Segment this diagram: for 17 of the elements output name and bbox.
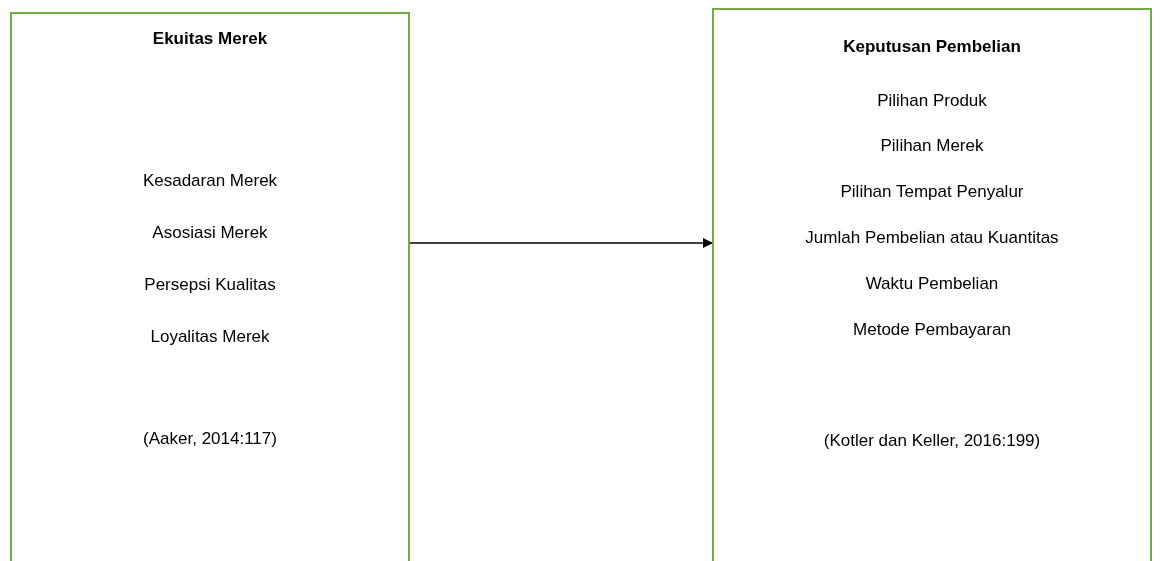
item-text: Kesadaran Merek: [141, 170, 279, 192]
citation-text: (Aaker, 2014:117): [142, 428, 278, 450]
box-heading: Ekuitas Merek: [151, 28, 269, 50]
item-text: Waktu Pembelian: [864, 273, 1000, 295]
arrow: [409, 238, 713, 248]
item-text: Jumlah Pembelian atau Kuantitas: [804, 227, 1060, 249]
text-box: [712, 8, 1152, 561]
item-text: Metode Pembayaran: [852, 319, 1012, 341]
citation-text: (Kotler dan Keller, 2016:199): [822, 430, 1042, 452]
item-text: Pilihan Merek: [879, 135, 985, 157]
box-heading: Keputusan Pembelian: [842, 36, 1022, 58]
item-text: Loyalitas Merek: [149, 326, 271, 348]
item-text: Pilihan Produk: [876, 90, 988, 112]
item-text: Persepsi Kualitas: [143, 274, 277, 296]
text-box: [10, 12, 410, 561]
item-text: Asosiasi Merek: [151, 222, 269, 244]
item-text: Pilihan Tempat Penyalur: [839, 181, 1025, 203]
